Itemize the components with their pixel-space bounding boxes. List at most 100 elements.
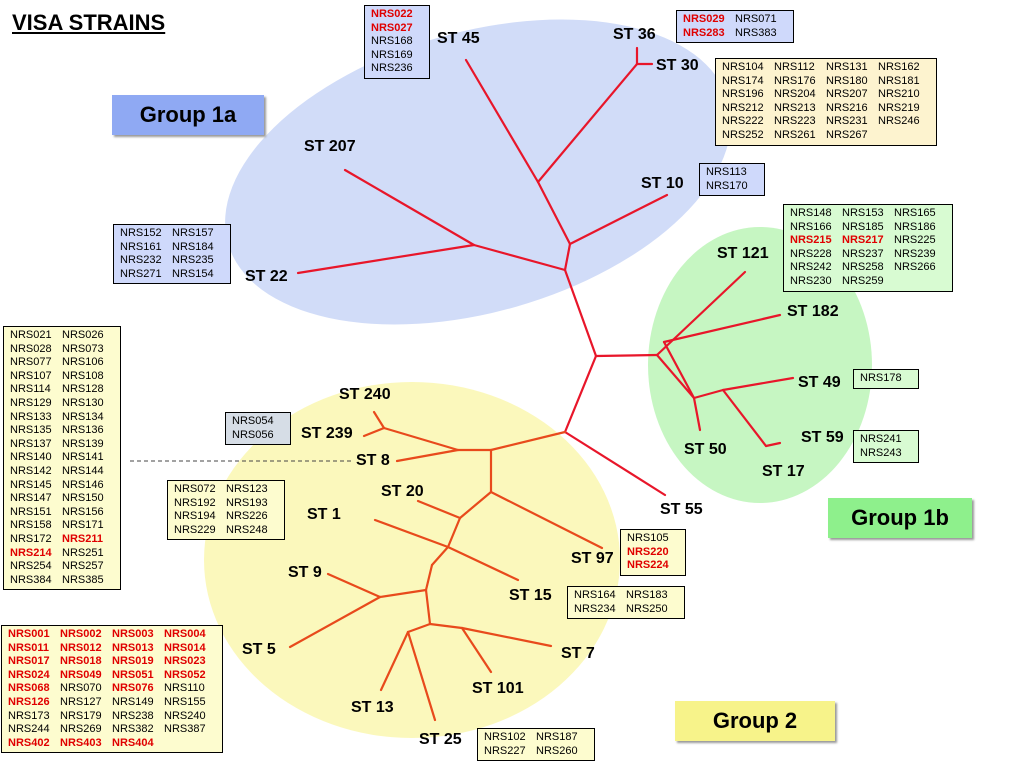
strain-id: NRS136 [62, 424, 104, 437]
strain-id: NRS183 [626, 589, 668, 601]
st-label: ST 17 [762, 463, 805, 480]
strain-row: NRS224 [627, 559, 679, 573]
strain-id: NRS141 [62, 451, 104, 464]
strain-id: NRS012 [60, 641, 102, 654]
strain-id: NRS056 [232, 428, 274, 441]
strain-id: NRS105 [627, 532, 669, 544]
strain-id: NRS024 [8, 668, 50, 681]
st-label: ST 30 [656, 57, 699, 74]
strain-id: NRS135 [10, 424, 52, 437]
strain-id: NRS029 [683, 13, 725, 25]
strain-row: NRS054 [232, 415, 284, 429]
page-title: VISA STRAINS [12, 10, 166, 35]
st-label: ST 55 [660, 501, 703, 518]
strain-id: NRS104 [722, 61, 764, 73]
strain-id: NRS184 [172, 240, 214, 253]
strain-row: NRS029 NRS071 [683, 13, 787, 27]
st-label: ST 101 [472, 680, 524, 697]
strain-id: NRS018 [60, 655, 102, 668]
strain-id: NRS142 [10, 464, 52, 477]
st-label: ST 239 [301, 425, 353, 442]
strain-id: NRS110 [164, 682, 205, 695]
strain-id: NRS402 [8, 736, 50, 749]
st-label: ST 22 [245, 268, 288, 285]
strain-id: NRS239 [894, 247, 936, 260]
strain-id: NRS011 [8, 641, 49, 654]
strain-id: NRS155 [164, 695, 206, 708]
strain-id: NRS166 [790, 220, 832, 233]
strain-id: NRS216 [826, 101, 868, 114]
strain-row: NRS243 [860, 447, 912, 461]
strain-id: NRS213 [774, 101, 816, 114]
strain-id: NRS147 [10, 492, 52, 505]
strain-id: NRS145 [10, 478, 52, 491]
st-label: ST 10 [641, 175, 684, 192]
st-label: ST 207 [304, 138, 356, 155]
strain-id: NRS148 [790, 207, 832, 219]
strain-id: NRS071 [735, 13, 777, 25]
strain-id: NRS176 [774, 74, 816, 87]
strain-id: NRS283 [683, 26, 725, 39]
strain-id: NRS243 [860, 446, 902, 459]
strain-id: NRS244 [8, 723, 50, 736]
strain-id: NRS017 [8, 655, 50, 668]
strain-row: NRS135 NRS136 [10, 424, 114, 438]
strain-row: NRS169 [371, 49, 423, 63]
group-2-label: Group 2 [675, 701, 835, 741]
st-label: ST 20 [381, 483, 424, 500]
strain-box-st49: NRS178 [853, 369, 919, 389]
strain-id: NRS266 [894, 261, 936, 274]
strain-id: NRS106 [62, 356, 104, 369]
strain-id: NRS052 [164, 668, 206, 681]
st-label: ST 45 [437, 30, 480, 47]
st-label: ST 49 [798, 374, 841, 391]
group-2-region [204, 382, 620, 738]
strain-id: NRS157 [172, 227, 214, 239]
strain-id: NRS240 [164, 709, 206, 722]
strain-id: NRS231 [826, 115, 868, 128]
strain-id: NRS224 [627, 559, 669, 572]
strain-id: NRS019 [112, 655, 154, 668]
strain-id: NRS387 [164, 723, 206, 736]
strain-id: NRS152 [120, 227, 162, 239]
strain-id: NRS186 [894, 220, 936, 233]
st-label: ST 9 [288, 564, 322, 581]
st-label: ST 59 [801, 429, 844, 446]
strain-row: NRS170 [706, 180, 758, 194]
strain-id: NRS251 [62, 546, 104, 559]
strain-id: NRS173 [8, 709, 50, 722]
strain-id: NRS027 [371, 21, 413, 34]
strain-id: NRS169 [371, 48, 413, 61]
strain-id: NRS021 [10, 329, 52, 341]
strain-id: NRS014 [164, 641, 206, 654]
strain-id: NRS223 [774, 115, 816, 128]
strain-id: NRS215 [790, 234, 832, 247]
